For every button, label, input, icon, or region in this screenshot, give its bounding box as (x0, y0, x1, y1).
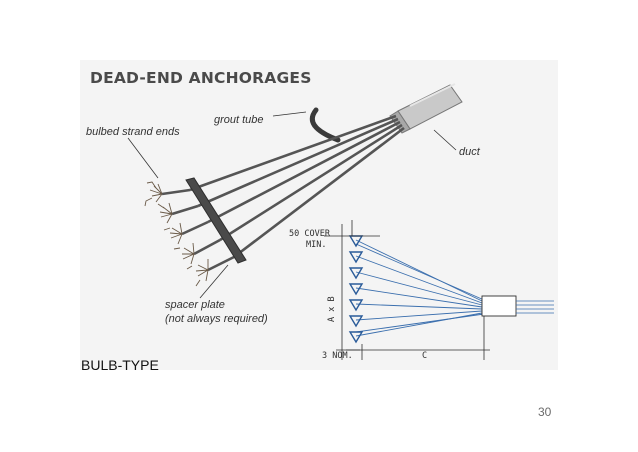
detail-drawing: 50 COVER MIN. A x B 3 NOM. C (289, 220, 554, 361)
figure-title: DEAD-END ANCHORAGES (90, 69, 312, 87)
page-number: 30 (538, 405, 552, 419)
label-spacer-plate-note: (not always required) (165, 313, 268, 325)
label-grout-tube: grout tube (214, 114, 264, 126)
dim-nom: 3 NOM. (322, 351, 353, 361)
label-bulbed-strand-ends: bulbed strand ends (86, 126, 180, 138)
label-duct: duct (459, 146, 481, 158)
pointer-lines (127, 111, 457, 299)
bulbed-strand-ends (144, 181, 209, 287)
grout-tube (309, 107, 341, 143)
dim-c: C (422, 351, 427, 361)
label-spacer-plate: spacer plate (165, 299, 225, 311)
caption: BULB-TYPE (81, 357, 159, 373)
dim-cover: 50 COVER (289, 229, 331, 239)
anchorage-illustration: DEAD-END ANCHORAGES (86, 69, 554, 361)
spacer-plate (185, 177, 247, 264)
dim-min: MIN. (306, 240, 326, 250)
anchorage-figure: DEAD-END ANCHORAGES (80, 60, 558, 370)
dim-axb: A x B (327, 296, 337, 322)
tendon-strands (161, 114, 405, 272)
